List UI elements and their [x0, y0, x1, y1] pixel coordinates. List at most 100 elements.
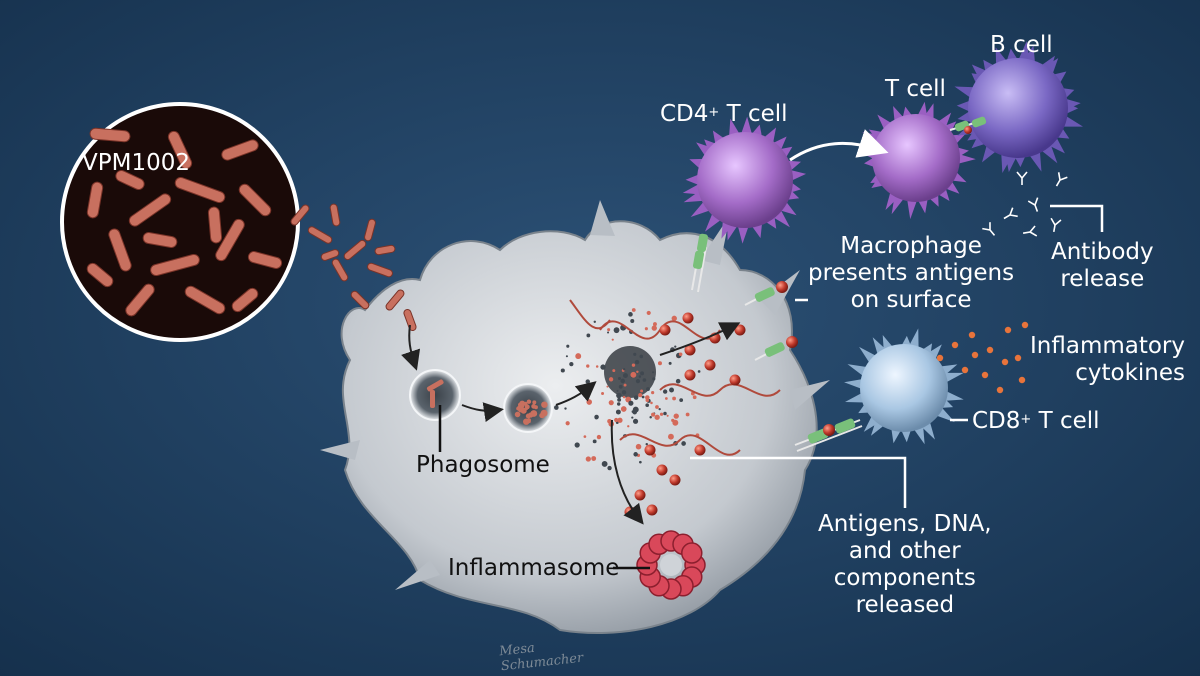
antigen-dot: [591, 456, 597, 461]
bacterium: [238, 183, 272, 217]
cell-spike: [908, 328, 919, 349]
fragment: [524, 406, 529, 411]
bacterium: [320, 249, 340, 261]
cell-spike: [917, 198, 928, 214]
bacterium: [350, 290, 370, 310]
label-antibody-line2: release: [1060, 266, 1145, 292]
cytokine: [1004, 326, 1012, 334]
antigen-dot: [631, 363, 636, 367]
antigen-ball: [644, 444, 656, 456]
antibody: [982, 222, 996, 236]
antibody: [1055, 172, 1068, 187]
cytokine: [968, 331, 976, 339]
antigen-dot: [668, 361, 672, 365]
label-t-cell: T cell: [885, 76, 946, 102]
antigen-dot: [606, 385, 609, 388]
label-cd4-t-cell: CD4+ T cell: [660, 101, 788, 128]
cell-spike: [741, 116, 753, 135]
label-antibody-release: Antibody release: [1051, 239, 1154, 293]
antigen-dot: [653, 322, 657, 327]
cytokine: [961, 366, 969, 374]
antigen-dot: [607, 331, 610, 334]
antigen-ball: [634, 489, 646, 501]
phagosome-early: [409, 369, 461, 421]
antigen-dot: [675, 378, 681, 384]
antigen-dot: [668, 433, 674, 440]
antigen-ball: [704, 359, 716, 371]
bacterium: [167, 130, 193, 170]
cd4-t-cell: [682, 116, 807, 244]
cytokine: [951, 341, 959, 349]
bacterium: [403, 308, 417, 332]
label-inflammatory-line2: cytokines: [1075, 360, 1186, 386]
antigen-dot: [662, 389, 668, 394]
antigen-dot: [658, 407, 661, 411]
antigen-ball: [682, 312, 694, 324]
label-cd4-text: CD4: [660, 101, 709, 127]
leader-lines-dark: [438, 405, 650, 570]
bacteria-cluster: [86, 127, 283, 317]
cell-spike: [937, 187, 950, 202]
fragment: [518, 408, 523, 413]
bacterium: [142, 232, 178, 248]
antigen-dot: [554, 405, 559, 410]
antigen-dot: [645, 442, 648, 446]
antigen-dot: [644, 327, 648, 331]
antigen-dot: [623, 383, 627, 387]
antigen-dot: [595, 365, 599, 368]
bacterium: [290, 204, 310, 226]
antigen-dot: [633, 452, 638, 457]
antigen-dot: [646, 310, 651, 316]
bacterium: [86, 262, 114, 288]
antigen-dot: [632, 406, 639, 413]
antigen-ball: [729, 374, 741, 386]
cell-spike: [943, 372, 964, 383]
antigen-dot: [652, 377, 656, 381]
antigen-dot: [666, 414, 669, 417]
receptor-surface-2: [754, 336, 798, 361]
antibody: [1027, 197, 1039, 212]
antigen-dot: [607, 465, 612, 471]
antigen-dot: [651, 391, 655, 395]
cell-spike: [765, 215, 777, 229]
cytokine: [1018, 376, 1026, 384]
cell-spike: [943, 121, 957, 134]
label-inflammatory-cytokines: Inflammatory cytokines: [1030, 333, 1185, 387]
cell-spike: [1023, 45, 1036, 64]
fragment: [514, 411, 521, 418]
macrophage-cell: [320, 200, 830, 635]
antigen-dot: [613, 327, 620, 334]
bacterium: [115, 169, 145, 191]
cell-spike: [1014, 155, 1026, 168]
antigen-dot: [642, 378, 647, 382]
bacterium: [174, 176, 226, 204]
bacterium: [367, 262, 393, 278]
antigen-dot: [611, 338, 614, 341]
cytokine: [936, 354, 944, 362]
fragment: [526, 399, 532, 404]
antigen-dot: [592, 439, 597, 444]
fragment: [528, 412, 534, 418]
cytokine: [986, 346, 994, 354]
label-cd8-t-cell: CD8+ T cell: [972, 408, 1100, 435]
bacterium: [343, 239, 367, 261]
antigen-dot: [616, 392, 622, 399]
cell-spike: [712, 130, 725, 145]
antigen-dot: [641, 395, 645, 399]
arrows: [401, 129, 889, 525]
antigen-burst: [604, 346, 656, 398]
cell-spike: [956, 100, 971, 112]
label-macrophage-line3: on surface: [850, 287, 972, 313]
bacterium: [307, 226, 333, 244]
antigen-dot: [673, 413, 679, 419]
antigen-dots: [554, 308, 701, 471]
label-antigens-released: Antigens, DNA, and other components rele…: [818, 511, 992, 619]
antigen-dot: [616, 389, 619, 392]
cell-spike: [971, 134, 986, 149]
antigen-dot: [672, 396, 676, 401]
antibody: [1003, 207, 1018, 220]
label-macrophage-line2: presents antigens: [808, 260, 1015, 286]
antigen-dot: [586, 364, 590, 368]
bacterium: [150, 253, 200, 277]
